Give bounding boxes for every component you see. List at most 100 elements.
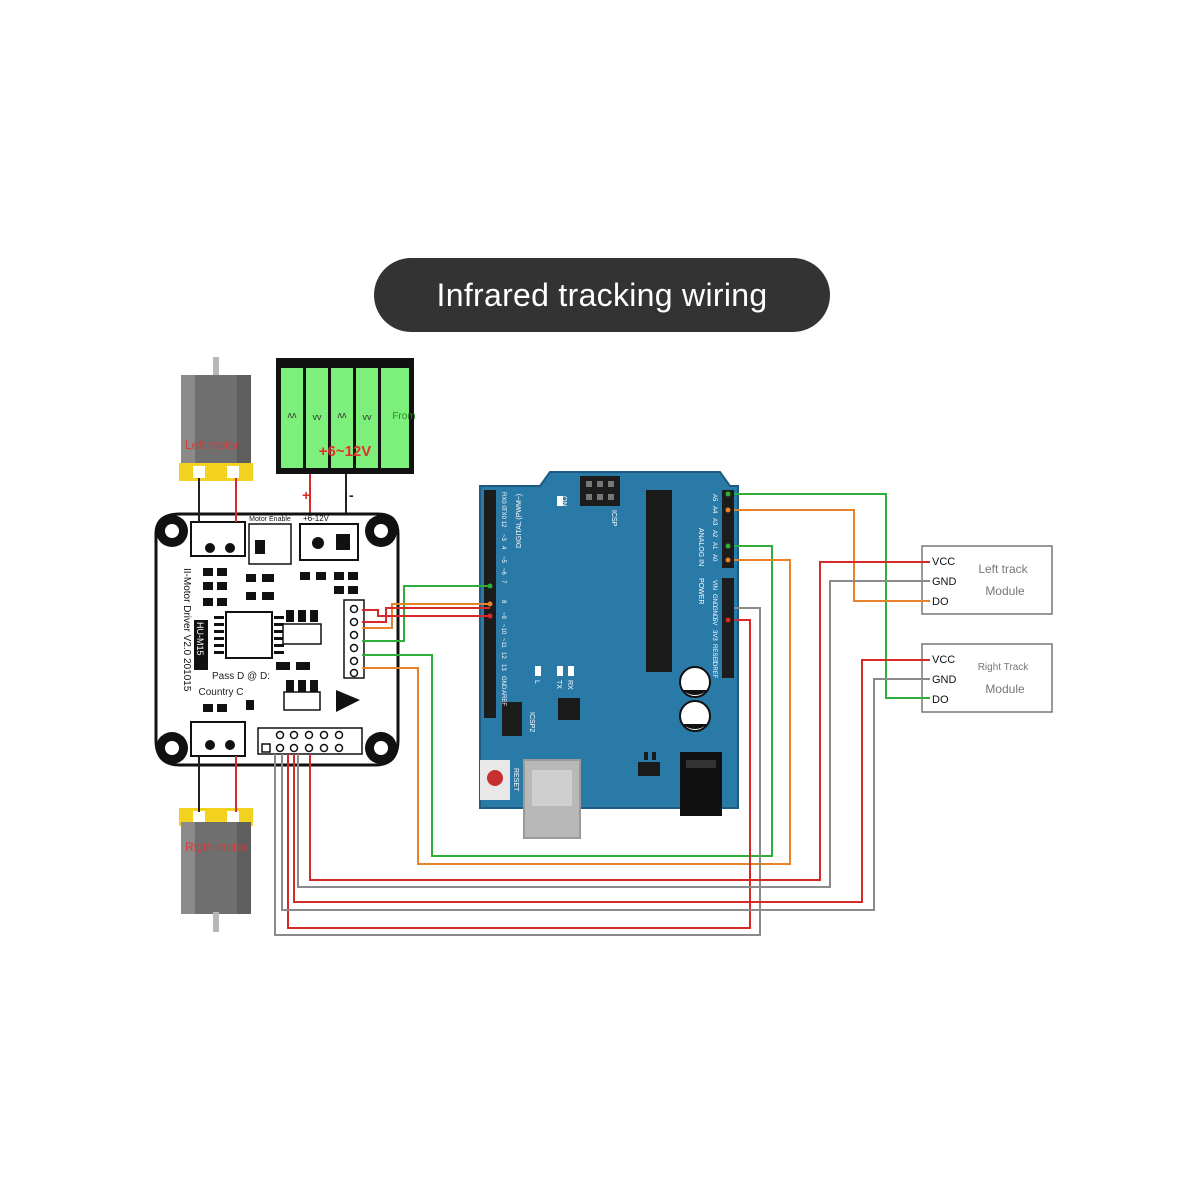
wire-red-d2 [362,607,490,623]
regulator-pin [652,752,656,760]
digital-pin-labels: RX0 0 TX0 1 2 ~3 4 ~5 ~6 7 8 ~9 ~10 ~11 … [500,492,506,706]
right-track-module: VCC GND DO Right Track Module [921,643,1053,713]
module-pin-vcc: VCC [932,654,955,666]
wire-red-left-vcc [309,561,930,881]
power-jack [336,534,350,550]
screw [225,543,235,553]
pin-label: ~11 [500,638,506,648]
pin-label: TX0 1 [500,508,506,525]
left-motor: Left motor [179,357,253,481]
header-dots [487,507,731,607]
rx-label: RX [566,680,573,690]
motor-body [181,375,251,467]
pin-label: GND [711,606,717,620]
motor-wires [198,478,237,812]
led-tx [557,666,563,676]
regulator [283,691,321,711]
wire-green-a5 [734,493,930,699]
motor-body-shade [237,375,251,467]
chip-pins [214,616,284,654]
pin-label: 5V [711,618,717,625]
motor-terminal [227,466,239,478]
pin-label: 3V3 [711,630,717,641]
pin-label: 13 [500,664,506,671]
module-subtitle: Module [985,584,1025,598]
screw [205,543,215,553]
digital-label: DIGITAL (PWM~) [516,494,523,548]
analog-pin-labels: A5 A4 A3 A2 A1 A0 [711,494,717,562]
pin-label: A5 [711,494,717,502]
mount-hole-inner [374,741,388,755]
module-box [921,643,1053,713]
pin-label: IOREF [711,660,717,679]
power-terminal-label: +6-12V [303,514,330,523]
header-dots-red [487,613,731,623]
driver-bottom-header [257,727,363,755]
pin-label: ~10 [500,624,506,635]
logo-mark [336,690,360,712]
dc-jack-slot [686,760,716,768]
icsp-pins [586,481,614,500]
mount-hole-inner [165,524,179,538]
module-pin-do: DO [932,596,949,608]
pin-label: 4 [500,546,506,550]
wire-gray-right-gnd [281,678,930,911]
pin-label: RX0 0 [500,492,506,509]
pin-label: ~9 [500,612,506,620]
mount-hole-inner [374,524,388,538]
analog-header [722,490,734,568]
tx-label: TX [555,680,562,689]
wires [274,493,930,936]
pin-label: AREF [500,690,506,706]
capacitor [679,666,711,698]
battery-plus-label: + [302,487,310,503]
module-subtitle: Module [985,682,1025,696]
on-label: ON [560,496,567,507]
power-header [722,578,734,678]
module-pin-vcc: VCC [932,556,955,568]
l-label: L [533,680,540,684]
pin-label: 2 [500,524,506,528]
wire-red-5v [287,619,751,929]
left-track-module: VCC GND DO Left track Module [921,545,1053,615]
motor-terminal-block [190,721,246,757]
motor-terminal [227,811,239,823]
screw [225,740,235,750]
icsp2-label: ICSP2 [528,712,535,732]
battery-voltage: +6~12V [319,443,372,460]
switch-lever [255,540,265,554]
right-motor-label: Rigth motor [185,840,247,854]
power-pin-labels: VIN GND GND 5V 3V3 RESET IOREF [711,580,717,679]
left-motor-label: Left motor [185,438,239,452]
wire-green-d [362,585,490,642]
pin-label: ~6 [500,568,506,576]
motor-shaft [213,912,219,932]
pin-label: A0 [711,554,717,562]
motor-body [181,822,251,914]
mount-hole-inner [165,741,179,755]
analog-label: ANALOG IN [697,528,704,566]
wire-orange-a4 [734,509,930,602]
battery-cell [281,368,303,468]
motor-body-shade [237,822,251,914]
driver-annotation-2: Country C [198,687,243,698]
spring-mark: ᴠᴠ [363,412,373,422]
screw [312,537,324,549]
pin-label: A3 [711,518,717,526]
module-title: Right Track [978,662,1030,673]
arduino-board: DIGITAL (PWM~) ANALOG IN POWER ICSP ICSP… [479,471,739,839]
usb-chip [558,698,580,720]
motor-terminal [193,466,205,478]
led-rx [568,666,574,676]
pin-label: VIN [711,580,717,590]
regulator [282,623,322,645]
reset-label: RESET [512,768,519,792]
module-pin-gnd: GND [932,674,957,686]
driver-signal-header [343,599,365,679]
battery-cell [306,368,328,468]
capacitor [679,700,711,732]
wire-red-right-vcc [293,659,930,903]
driver-name: II-Motor Driver V2.0 201015 [181,568,192,692]
